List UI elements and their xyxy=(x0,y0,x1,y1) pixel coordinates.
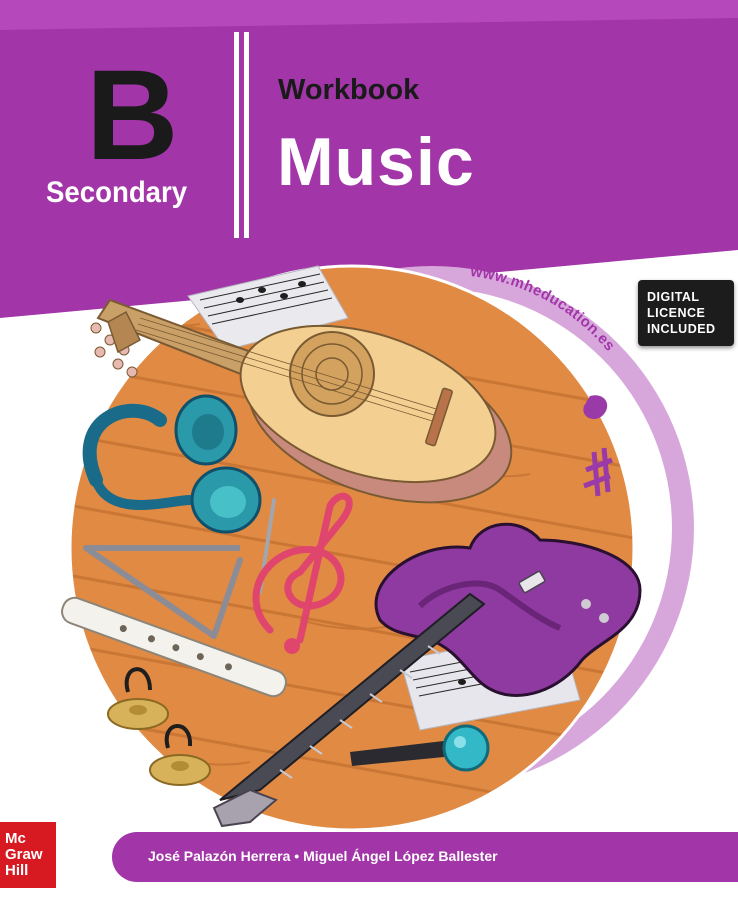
digital-licence-badge: DIGITAL LICENCE INCLUDED xyxy=(638,280,734,346)
header-divider-right xyxy=(244,32,249,238)
microphone-icon xyxy=(350,724,490,772)
publisher-logo: Mc Graw Hill xyxy=(0,822,56,888)
badge-line-1: DIGITAL xyxy=(647,290,700,304)
logo-line-2: Graw xyxy=(5,846,43,863)
header-divider-left xyxy=(234,32,239,238)
level-letter: B xyxy=(86,44,178,187)
logo-line-1: Mc xyxy=(5,830,26,847)
note-accents xyxy=(583,395,613,497)
header-highlight xyxy=(0,0,738,30)
book-title: Music xyxy=(277,124,475,200)
author-names: José Palazón Herrera • Miguel Ángel Lópe… xyxy=(148,848,498,864)
badge-line-2: LICENCE xyxy=(647,306,706,320)
level-name: Secondary xyxy=(46,176,188,209)
electric-guitar-icon xyxy=(212,522,642,828)
book-subtitle: Workbook xyxy=(278,74,420,106)
logo-line-3: Hill xyxy=(5,862,29,879)
header-panel xyxy=(0,0,738,318)
treble-clef-icon xyxy=(252,492,353,654)
badge-line-3: INCLUDED xyxy=(647,322,716,336)
lute-icon xyxy=(90,298,513,504)
recorder-flute-icon xyxy=(61,596,287,698)
finger-cymbals-icon xyxy=(107,667,211,786)
authors-bar xyxy=(112,832,738,882)
headphones-icon xyxy=(82,394,262,534)
